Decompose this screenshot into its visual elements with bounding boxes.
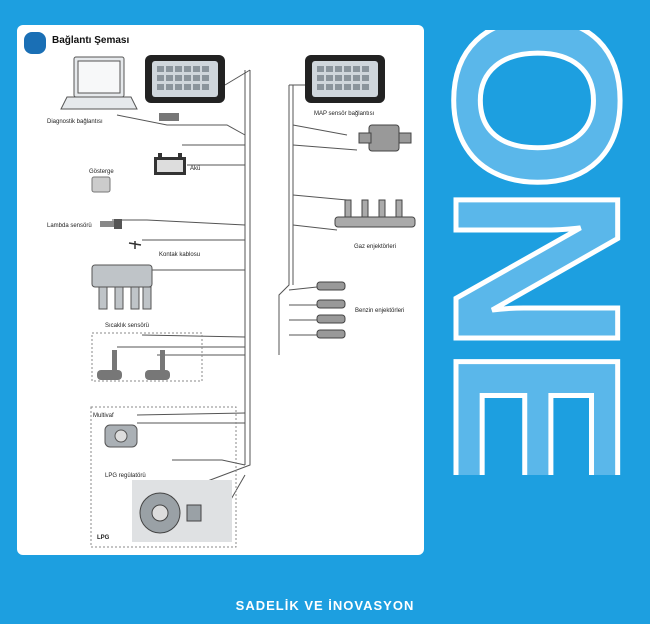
label-lambda: Lambda sensörü xyxy=(47,223,92,229)
multivalve-icon xyxy=(104,424,138,448)
label-map-sensor: MAP sensör bağlantısı xyxy=(314,111,375,117)
label-ignition: Kontak kablosu xyxy=(159,252,200,258)
label-battery: Akü xyxy=(190,166,200,172)
diagram-title: Bağlantı Şeması xyxy=(52,35,130,46)
label-gauge: Gösterge xyxy=(89,169,114,175)
temperature-sensors-group xyxy=(91,332,203,382)
temp-sensor-2-icon xyxy=(145,350,170,380)
laptop-icon xyxy=(60,56,138,110)
petrol-injectors-icon xyxy=(316,281,346,339)
label-multivalve: Multivaf xyxy=(93,413,114,419)
label-lpg: LPG xyxy=(97,535,110,541)
diag-plug-icon xyxy=(159,113,179,121)
label-petrol-injectors: Benzin enjektörleri xyxy=(355,308,404,314)
lpg-regulator-icon xyxy=(139,492,202,534)
battery-icon xyxy=(154,153,186,175)
lpg-area-frame xyxy=(90,406,237,548)
label-temperature: Sıcaklık sensörü xyxy=(105,323,149,329)
map-sensor-icon xyxy=(358,124,412,152)
gas-injector-rail-icon xyxy=(334,199,416,228)
one-logo: ONE xyxy=(432,30,634,475)
label-gas-injectors: Gaz enjektörleri xyxy=(354,244,396,250)
wiring-diagram-panel: Bağlantı Şeması xyxy=(17,25,424,555)
label-diagnostic: Diagnostik bağlantısı xyxy=(47,119,103,125)
wiring-diagram: Diagnostik bağlantısı Akü Gösterge Lambd… xyxy=(47,55,416,548)
gauge-icon xyxy=(91,176,111,193)
tagline: SADELİK VE İNOVASYON xyxy=(235,598,415,613)
ecu-connector-right xyxy=(305,55,385,103)
lambda-sensor-icon xyxy=(100,219,122,229)
ecu-connector-left xyxy=(145,55,225,103)
logo-text: ONE xyxy=(432,30,634,475)
ignition-clip-icon xyxy=(128,241,142,249)
label-regulator: LPG regülatörü xyxy=(105,473,146,479)
title-badge-icon xyxy=(24,32,46,54)
engine-icon xyxy=(91,264,153,310)
temp-sensor-1-icon xyxy=(97,350,122,380)
